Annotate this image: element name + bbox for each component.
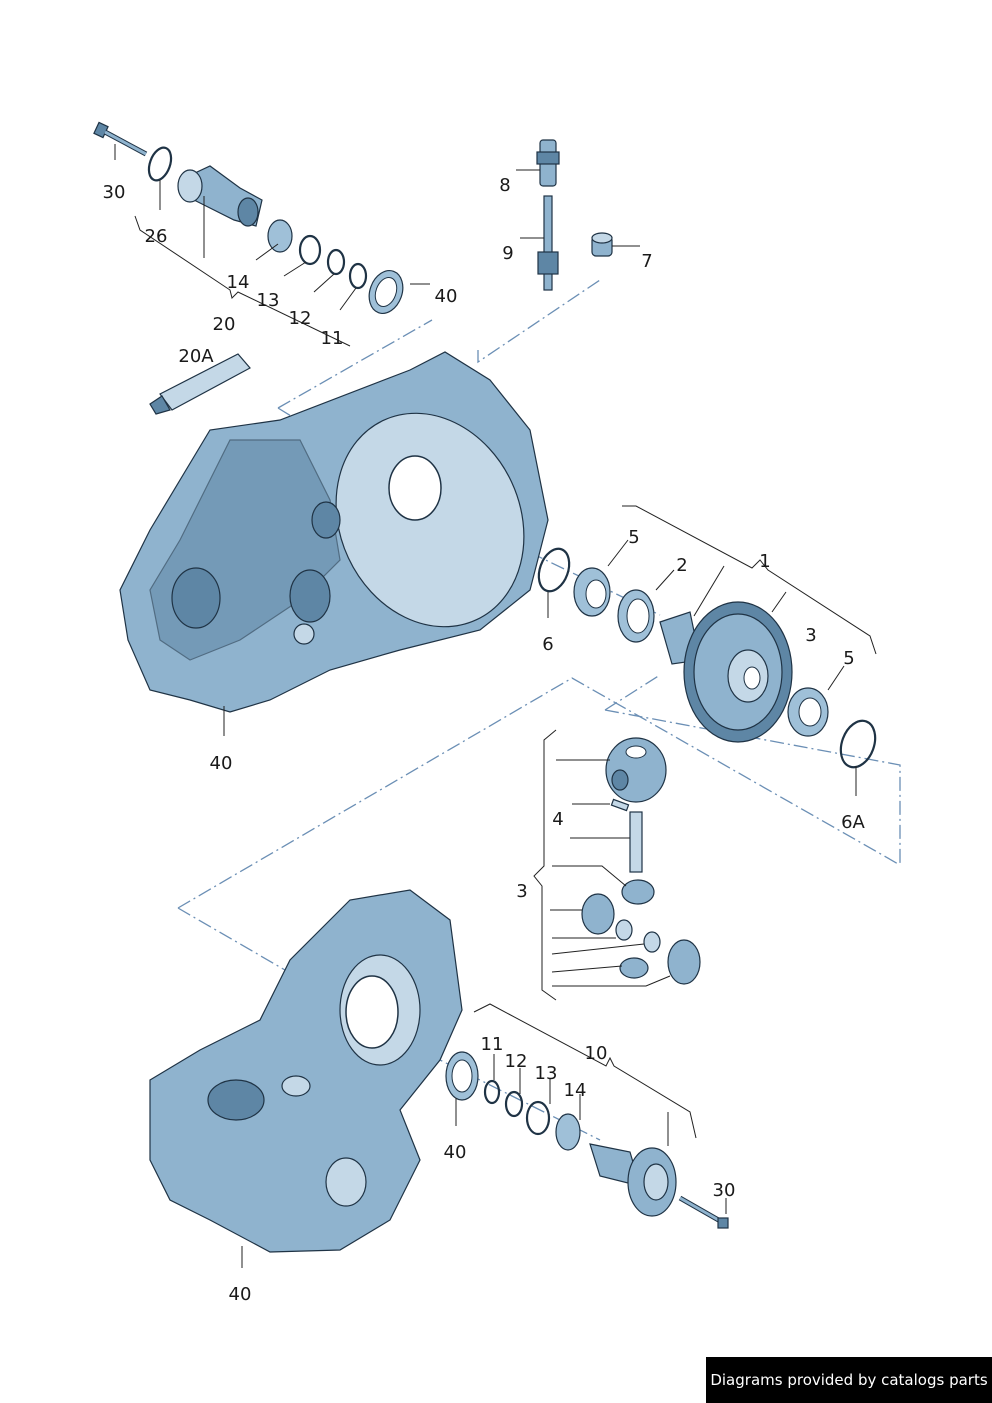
callout-14-upper: 14 bbox=[227, 272, 250, 293]
callout-40-seal: 40 bbox=[435, 286, 458, 307]
final-drive-gear bbox=[659, 601, 793, 743]
bearing-5-right bbox=[787, 687, 829, 737]
flange-shaft-10 bbox=[589, 1143, 677, 1217]
differential-internals bbox=[581, 737, 701, 985]
circlip-11-lower bbox=[483, 1079, 501, 1105]
callout-3-internals: 3 bbox=[516, 881, 527, 902]
callout-11-lower: 11 bbox=[481, 1034, 504, 1055]
speedometer-drive-group bbox=[536, 139, 613, 291]
differential-assembly bbox=[537, 547, 877, 769]
circlip-11-upper bbox=[348, 262, 368, 290]
o-ring-26 bbox=[147, 146, 173, 182]
planet-gear-top bbox=[621, 879, 655, 905]
callout-30-lower: 30 bbox=[713, 1180, 736, 1201]
plug-7 bbox=[591, 232, 613, 257]
shim-12-upper bbox=[326, 248, 346, 276]
gearbox-housing-upper bbox=[119, 351, 549, 713]
flange-shaft-20 bbox=[177, 165, 263, 227]
diff-cage bbox=[605, 737, 667, 803]
callout-13-upper: 13 bbox=[257, 290, 280, 311]
callout-5-left: 5 bbox=[628, 527, 639, 548]
callout-40-lower-seal: 40 bbox=[444, 1142, 467, 1163]
shim-6 bbox=[537, 547, 571, 593]
shaft-4 bbox=[629, 811, 643, 873]
callout-7: 7 bbox=[641, 251, 652, 272]
callout-4: 4 bbox=[552, 809, 563, 830]
shaft-9 bbox=[543, 195, 553, 291]
callout-13-lower: 13 bbox=[535, 1063, 558, 1084]
ring-13-lower bbox=[525, 1100, 551, 1136]
pin bbox=[610, 798, 630, 812]
callout-2: 2 bbox=[676, 555, 687, 576]
callout-6a: 6A bbox=[841, 812, 865, 833]
bearing-race-2 bbox=[617, 589, 655, 643]
attribution-banner: Diagrams provided by catalogs parts bbox=[706, 1357, 992, 1403]
sealant-tube-20a bbox=[149, 353, 251, 415]
callout-11-upper: 11 bbox=[321, 328, 344, 349]
sun-gear-left bbox=[581, 893, 615, 935]
shim-12-lower bbox=[504, 1090, 524, 1118]
callout-1: 1 bbox=[759, 551, 770, 572]
planet-gear-bottom bbox=[619, 957, 649, 979]
bolt-30-lower bbox=[678, 1195, 729, 1229]
callout-20: 20 bbox=[213, 314, 236, 335]
washer-b bbox=[643, 931, 661, 953]
shim-6a bbox=[839, 719, 877, 769]
bearing-5-left bbox=[573, 567, 611, 617]
lower-flange-group bbox=[445, 1051, 729, 1229]
callout-26: 26 bbox=[145, 226, 168, 247]
gearbox-housing-lower bbox=[149, 889, 463, 1253]
washer-a bbox=[615, 919, 633, 941]
callout-10: 10 bbox=[585, 1043, 608, 1064]
sun-gear-right bbox=[667, 939, 701, 985]
callout-40-upper-housing: 40 bbox=[210, 753, 233, 774]
leader-lines bbox=[114, 144, 877, 1268]
callouts: 30 26 14 13 12 11 20 20A 40 8 9 7 5 2 1 … bbox=[103, 175, 866, 1305]
callout-5-right: 5 bbox=[843, 648, 854, 669]
callout-6: 6 bbox=[542, 634, 553, 655]
callout-3-gear: 3 bbox=[805, 625, 816, 646]
seal-14-lower bbox=[555, 1113, 581, 1151]
upper-flange-group bbox=[93, 121, 404, 314]
callout-14-lower: 14 bbox=[564, 1080, 587, 1101]
callout-12-upper: 12 bbox=[289, 308, 312, 329]
callout-8: 8 bbox=[499, 175, 510, 196]
ring-13-upper bbox=[298, 234, 322, 266]
seal-14-upper bbox=[267, 219, 293, 253]
callout-20a: 20A bbox=[178, 346, 214, 367]
callout-30-upper: 30 bbox=[103, 182, 126, 203]
callout-40-lower-housing: 40 bbox=[229, 1284, 252, 1305]
bolt-30-upper bbox=[93, 121, 148, 157]
callout-9: 9 bbox=[502, 243, 513, 264]
callout-12-lower: 12 bbox=[505, 1051, 528, 1072]
